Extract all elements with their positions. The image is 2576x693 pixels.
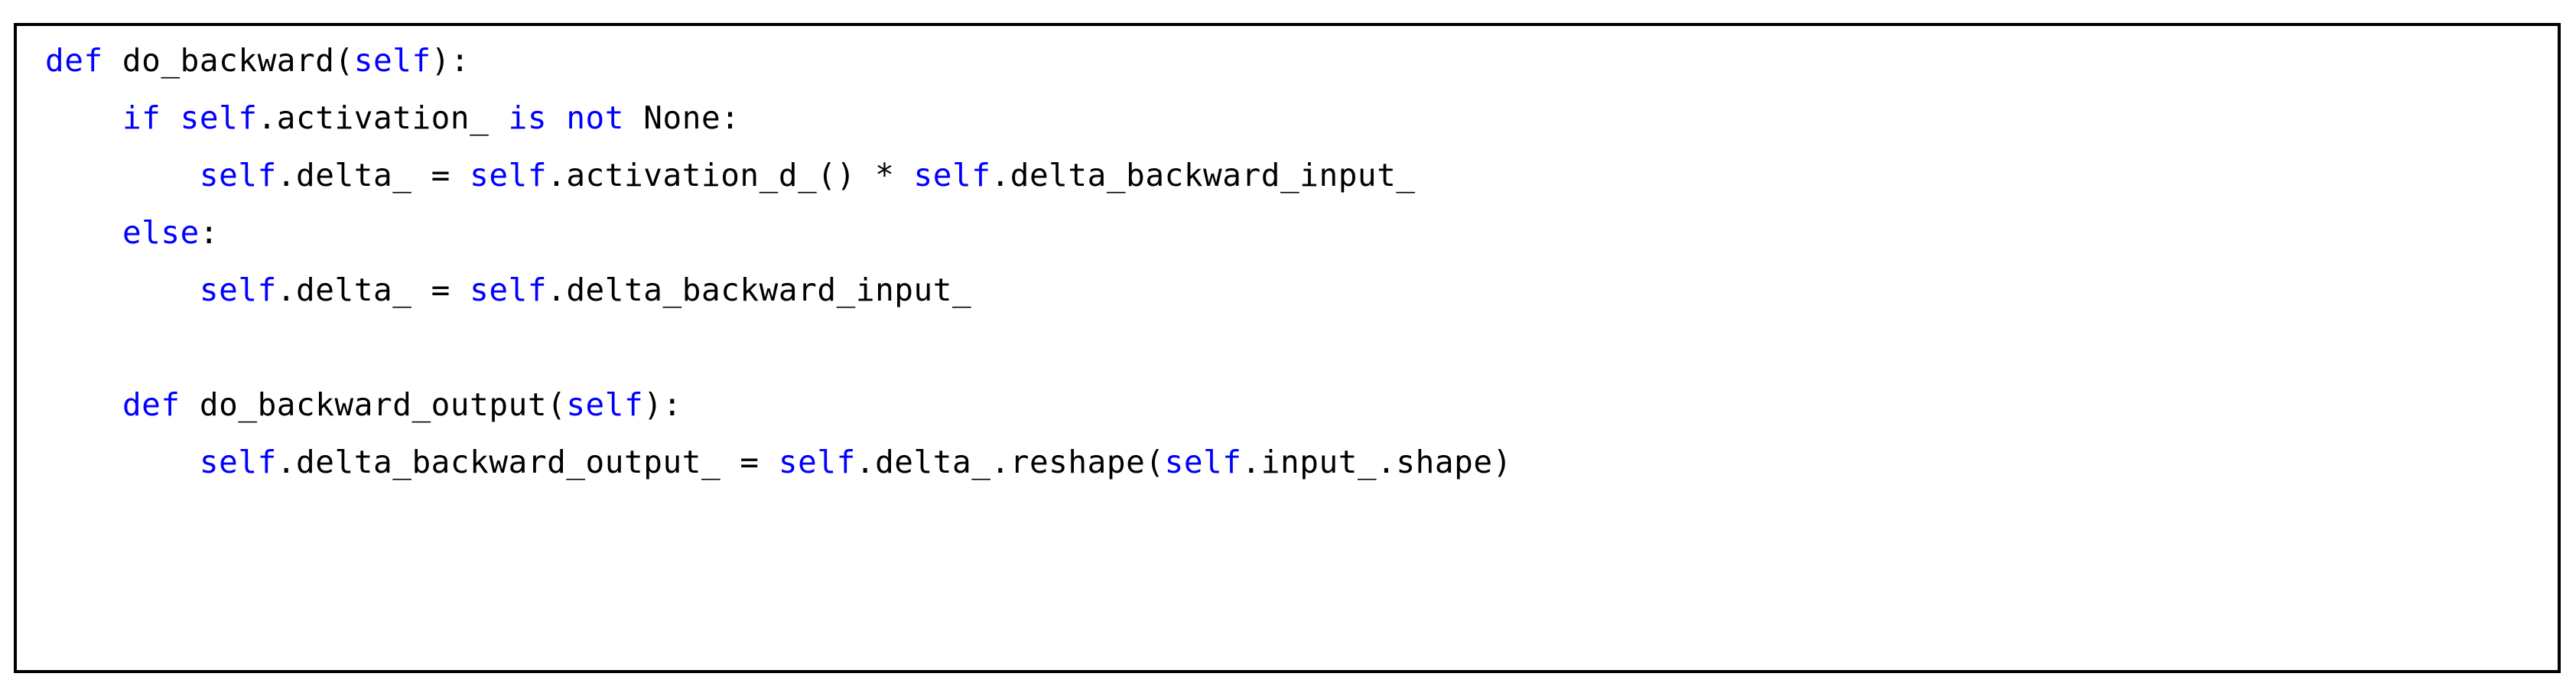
code-listing-frame: def do_backward(self): if self.activatio… <box>14 23 2561 673</box>
code-line: self.delta_backward_output_ = self.delta… <box>45 434 2558 491</box>
code-token-txt: .activation_d_() * <box>547 157 914 194</box>
code-token-txt: .delta_ = <box>276 272 470 308</box>
code-token-txt: ): <box>643 386 682 423</box>
code-token-kw: self <box>470 157 548 194</box>
code-token-kw: self <box>199 444 277 480</box>
code-token-txt: do_backward( <box>102 42 354 79</box>
code-token-ws <box>45 214 122 251</box>
code-token-txt: .delta_backward_output_ = <box>276 444 779 480</box>
code-token-txt: .delta_backward_input_ <box>990 157 1416 194</box>
code-token-ws <box>45 386 122 423</box>
code-token-kw: not <box>566 99 625 136</box>
code-token-txt: .input_.shape) <box>1241 444 1512 480</box>
code-token-ws <box>547 99 566 136</box>
code-line: self.delta_ = self.activation_d_() * sel… <box>45 147 2558 204</box>
code-token-kw: self <box>353 42 431 79</box>
code-token-txt: None: <box>624 99 740 136</box>
code-token-kw: self <box>180 99 258 136</box>
code-token-ws <box>161 99 180 136</box>
code-token-txt: .delta_ = <box>276 157 470 194</box>
code-token-ws <box>45 99 122 136</box>
code-token-kw: self <box>566 386 644 423</box>
code-token-kw: self <box>199 157 277 194</box>
code-token-txt: .delta_.reshape( <box>855 444 1165 480</box>
code-line: else: <box>45 204 2558 262</box>
code-token-kw: is <box>508 99 548 136</box>
code-line: self.delta_ = self.delta_backward_input_ <box>45 262 2558 319</box>
code-line: def do_backward(self): <box>45 32 2558 89</box>
code-token-txt: do_backward_output( <box>180 386 567 423</box>
code-token-ws <box>45 272 200 308</box>
code-token-txt: .delta_backward_input_ <box>547 272 972 308</box>
code-token-kw: self <box>913 157 991 194</box>
code-token-ws <box>45 157 200 194</box>
code-listing-body: def do_backward(self): if self.activatio… <box>45 29 2558 670</box>
code-token-kw: self <box>1164 444 1242 480</box>
code-token-ws <box>45 444 200 480</box>
code-token-kw: self <box>778 444 856 480</box>
code-token-txt: : <box>199 214 220 251</box>
code-token-kw: def <box>45 42 103 79</box>
code-token-txt: .activation_ <box>257 99 509 136</box>
code-token-kw: self <box>199 272 277 308</box>
code-token-kw: else <box>122 214 200 251</box>
code-token-kw: if <box>122 99 161 136</box>
code-line: if self.activation_ is not None: <box>45 89 2558 147</box>
code-token-kw: self <box>470 272 548 308</box>
code-line: def do_backward_output(self): <box>45 376 2558 434</box>
code-token-kw: def <box>122 386 181 423</box>
code-line <box>45 319 2558 376</box>
code-token-txt: ): <box>431 42 470 79</box>
